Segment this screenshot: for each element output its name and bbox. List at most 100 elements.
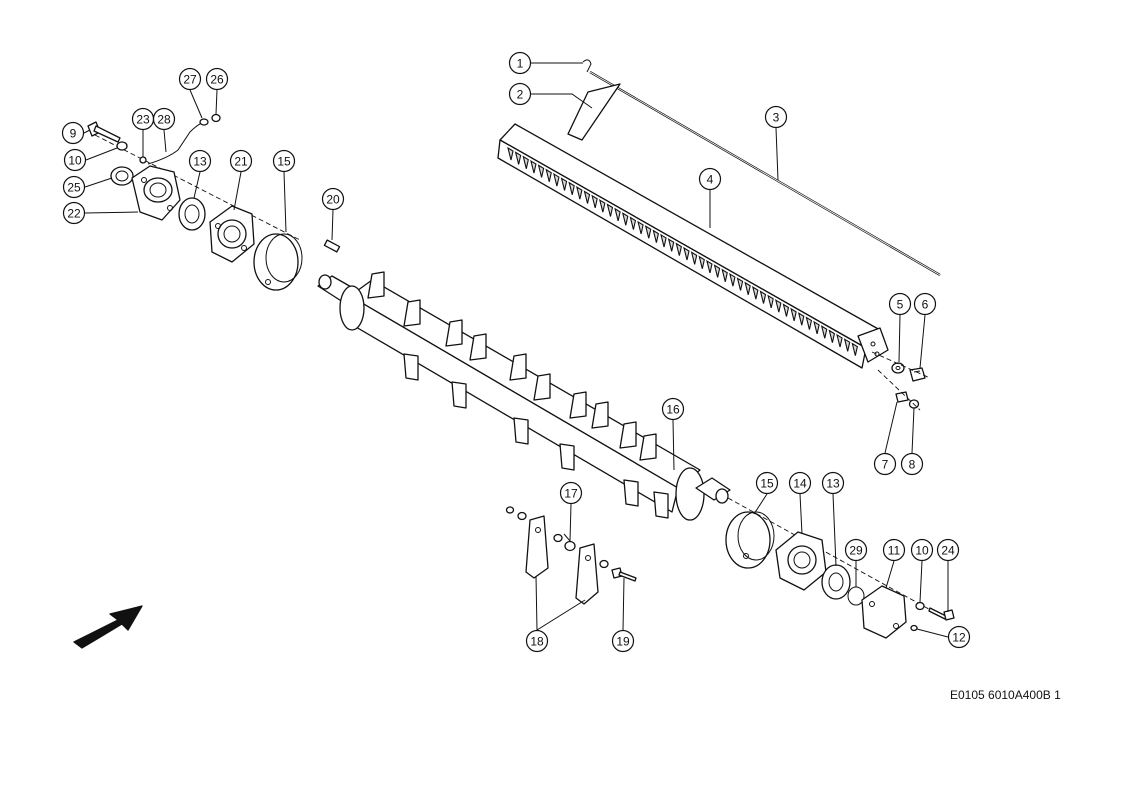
comb-tooth	[782, 303, 790, 317]
callout-label: 4	[707, 173, 714, 187]
callout-label: 5	[897, 298, 904, 312]
comb-tooth	[752, 285, 759, 300]
rotor-lug	[623, 479, 639, 507]
bolt-6	[909, 367, 926, 382]
callout-circle	[272, 149, 296, 173]
callout-label: 26	[210, 73, 224, 87]
nipple-26	[211, 113, 221, 123]
callout-label: 24	[941, 544, 955, 558]
grease-nipple-23	[139, 156, 147, 164]
callout-circle	[947, 625, 971, 649]
callout-circle	[698, 167, 722, 191]
callout-c10a: 10	[63, 148, 87, 172]
comb-tooth	[805, 316, 813, 330]
callout-label: 18	[530, 635, 544, 649]
comb-tooth	[759, 290, 767, 304]
callout-c10b: 10	[910, 538, 934, 562]
callout-label: 28	[157, 113, 171, 127]
comb-tooth	[820, 325, 828, 339]
tab-plate	[567, 83, 621, 141]
callout-c18: 18	[525, 629, 549, 653]
bearing-13-right	[821, 564, 851, 600]
cover-11	[861, 585, 907, 639]
callout-label: 9	[70, 127, 77, 141]
callout-circle	[62, 175, 86, 199]
comb-tooth	[514, 151, 522, 165]
comb-tooth	[790, 307, 797, 322]
callout-c8: 8	[900, 452, 924, 476]
callout-label: 6	[922, 298, 929, 312]
callout-c13b: 13	[821, 471, 845, 495]
callout-c5: 5	[888, 292, 912, 316]
callout-label: 17	[564, 487, 578, 501]
comb-tooth	[774, 299, 782, 313]
right-bearing-assembly	[725, 497, 955, 639]
ring-15-right	[725, 511, 771, 569]
comb-tooth	[537, 164, 545, 178]
callout-c9: 9	[61, 121, 85, 145]
leader-lines	[83, 62, 949, 638]
rotor-lug	[451, 381, 467, 409]
nut-17	[564, 540, 576, 552]
leader-line-c15b	[753, 493, 768, 515]
leader-line-c20	[331, 209, 334, 241]
callout-circle	[661, 397, 685, 421]
comb-tooth	[545, 168, 552, 182]
rotor-lug	[403, 353, 419, 381]
callout-label: 16	[666, 403, 680, 417]
leader-line-c13a	[193, 171, 201, 199]
callout-circle	[611, 629, 635, 653]
leader-line-c2	[531, 93, 593, 109]
callout-circle	[888, 292, 912, 316]
bolt-19	[611, 567, 637, 582]
callout-c25: 25	[62, 175, 86, 199]
rotor-lugs	[367, 271, 669, 519]
comb-tooth	[568, 181, 575, 195]
grease-nipple-12	[910, 624, 918, 632]
rotor-lug	[367, 271, 385, 299]
rotor-lug	[639, 433, 657, 461]
split-pin	[582, 59, 592, 73]
fitting-27	[199, 118, 209, 126]
leader-line-c15a	[283, 171, 287, 233]
rotor-lug	[653, 491, 669, 519]
comb-tooth	[606, 203, 614, 217]
callout-circle	[755, 471, 779, 495]
callout-c20: 20	[321, 187, 345, 211]
callout-c23: 23	[131, 107, 155, 131]
rotor-lug	[619, 421, 637, 449]
callout-label: 1	[517, 57, 524, 71]
comb-tooth	[836, 333, 843, 348]
comb-tooth	[530, 159, 537, 174]
comb-tooth	[629, 216, 637, 230]
leader-line-c14	[799, 493, 803, 535]
callout-label: 13	[193, 155, 207, 169]
comb-tooth	[583, 190, 591, 204]
knife-18a	[525, 515, 549, 579]
callout-circle	[844, 538, 868, 562]
comb-tooth	[637, 220, 644, 235]
callout-c1: 1	[508, 51, 532, 75]
callout-c11: 11	[882, 538, 906, 562]
washer-17	[553, 533, 563, 543]
knife-set	[505, 506, 637, 605]
callout-label: 8	[909, 458, 916, 472]
callout-c16: 16	[661, 397, 685, 421]
comb-tooth	[843, 338, 851, 352]
callout-c15b: 15	[755, 471, 779, 495]
leader-line-c5	[898, 314, 901, 363]
comb-tooth	[729, 272, 736, 287]
washer-10-left	[116, 141, 128, 151]
comb-tooth	[591, 194, 598, 208]
callout-label: 27	[183, 73, 197, 87]
comb-tooth	[576, 185, 583, 200]
callout-circle	[321, 187, 345, 211]
callout-label: 11	[888, 544, 901, 558]
callout-c22: 22	[62, 201, 86, 225]
comb-tooth	[721, 268, 728, 282]
rotor-lug	[445, 319, 463, 347]
callout-c2: 2	[508, 82, 532, 106]
leader-line-c8	[911, 407, 915, 454]
